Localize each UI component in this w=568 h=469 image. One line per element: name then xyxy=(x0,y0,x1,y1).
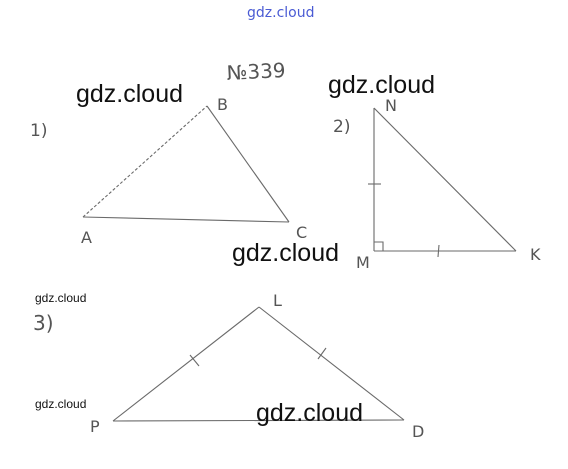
side-bc xyxy=(206,105,290,223)
vertex-n: N xyxy=(385,96,397,115)
vertex-d: D xyxy=(412,422,424,441)
vertex-l: L xyxy=(273,291,282,310)
vertex-a: A xyxy=(81,228,92,247)
vertex-k: K xyxy=(530,245,541,264)
watermark-4: gdz.cloud xyxy=(256,399,363,427)
tick-mk xyxy=(437,244,440,258)
watermark-3: gdz.cloud xyxy=(232,239,339,267)
side-ld xyxy=(258,306,405,421)
figure-2-label: 2) xyxy=(333,117,350,137)
vertex-p: P xyxy=(90,417,100,436)
right-angle-mark xyxy=(374,241,384,251)
watermark-small-2: gdz.cloud xyxy=(35,397,86,411)
figure-1-label: 1) xyxy=(30,121,47,141)
watermark-1: gdz.cloud xyxy=(76,80,183,108)
vertex-c: C xyxy=(296,223,307,242)
problem-number: №339 xyxy=(226,58,286,85)
vertex-m: M xyxy=(356,253,370,272)
triangle-nmk xyxy=(368,107,517,258)
triangle-pld xyxy=(112,306,405,422)
side-nk xyxy=(373,107,517,252)
watermark-small-1: gdz.cloud xyxy=(35,291,86,305)
side-pl xyxy=(112,306,260,422)
watermark-2: gdz.cloud xyxy=(328,71,435,99)
figure-3-label: 3) xyxy=(33,311,54,335)
side-pd xyxy=(112,419,405,422)
side-ac xyxy=(82,216,290,223)
tick-ld xyxy=(317,347,327,360)
tick-pl xyxy=(189,354,200,367)
watermark-top: gdz.cloud xyxy=(247,5,314,21)
vertex-b: B xyxy=(217,95,228,114)
side-ab xyxy=(82,105,208,218)
triangle-abc xyxy=(82,105,290,223)
